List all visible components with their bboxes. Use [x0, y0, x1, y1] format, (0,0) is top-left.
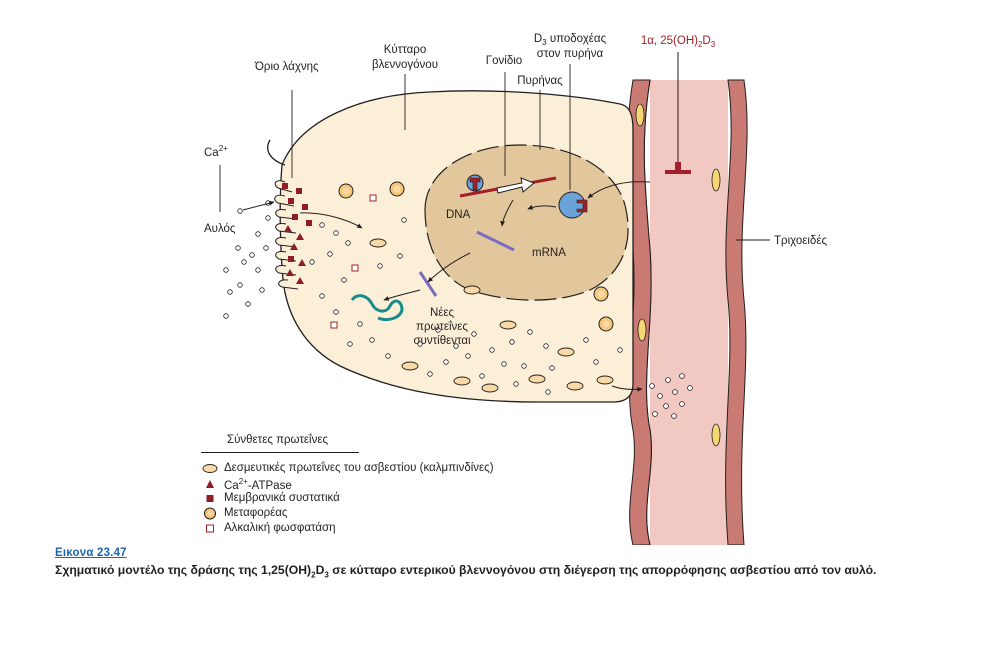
- figure-label[interactable]: Εικονα 23.47: [55, 547, 127, 559]
- carrier-markers: [338, 181, 614, 332]
- endothelial-nucleus: [637, 318, 647, 342]
- open-square-icon: [206, 524, 214, 533]
- legend-item-membrane: Μεμβρανικά συστατικά: [201, 491, 561, 506]
- legend-label: Μεμβρανικά συστατικά: [224, 492, 340, 504]
- label-new-proteins-line2: πρωτεΐνες: [416, 321, 468, 333]
- legend-label: Αλκαλική φωσφατάση: [224, 522, 336, 534]
- calbindin-ovals: [369, 238, 614, 393]
- legend-title: Σύνθετες πρωτεΐνες: [201, 433, 359, 453]
- label-dna: DNA: [446, 209, 471, 221]
- endothelial-nucleus: [711, 423, 721, 447]
- label-mrna: mRNA: [532, 247, 566, 259]
- ca-atpase-markers: [284, 225, 306, 284]
- legend-item-ca-atpase: Ca2+-ATPase: [201, 476, 561, 491]
- label-d3-receptor-line2: στον πυρήνα: [537, 48, 604, 60]
- nucleus: [424, 144, 629, 301]
- label-new-proteins: Νέες: [430, 307, 455, 319]
- label-lumen: Αυλός: [204, 223, 236, 235]
- label-gene: Γονίδιο: [486, 55, 522, 67]
- label-nucleus: Πυρήνας: [517, 75, 563, 87]
- mrna-strand: [476, 230, 515, 252]
- legend-label: Δεσμευτικές πρωτεΐνες του ασβεστίου (καλ…: [224, 462, 494, 474]
- legend-item-calbindin: Δεσμευτικές πρωτεΐνες του ασβεστίου (καλ…: [201, 461, 561, 476]
- endothelial-nucleus: [711, 168, 721, 192]
- triangle-icon: [206, 480, 214, 488]
- legend-label: Μεταφορέας: [224, 507, 288, 519]
- label-calcium: Ca2+: [204, 144, 228, 159]
- hormone-marker: [665, 162, 691, 174]
- label-mucosal-cell: Κύτταρο: [384, 44, 426, 56]
- new-protein: [350, 294, 404, 322]
- alkaline-phosphatase-markers: [330, 194, 377, 329]
- d3-receptor: [558, 191, 586, 219]
- gene-arrow: [496, 177, 535, 194]
- membrane-components: [282, 183, 312, 262]
- legend-label: Ca2+-ATPase: [224, 476, 292, 492]
- oval-icon: [202, 464, 218, 473]
- mrna-strand: [418, 271, 438, 297]
- calcium-ions: [223, 200, 623, 395]
- legend-item-alkaline-phosphatase: Αλκαλική φωσφατάση: [201, 521, 561, 536]
- label-new-proteins-line3: συντίθενται: [413, 335, 471, 347]
- carrier-icon: [204, 507, 216, 520]
- label-mucosal-cell-line2: βλεννογόνου: [372, 59, 438, 71]
- label-d3-receptor: D3 υποδοχέας: [534, 33, 607, 47]
- endothelial-nucleus: [635, 103, 645, 127]
- label-hormone: 1α, 25(OH)2D3: [641, 35, 716, 49]
- label-capillary: Τριχοειδές: [774, 235, 827, 247]
- legend: Σύνθετες πρωτεΐνες Δεσμευτικές πρωτεΐνες…: [201, 433, 561, 536]
- square-icon: [206, 495, 214, 502]
- caption-text: Σχηματικό μοντέλο της δράσης της 1,25(OH…: [55, 563, 877, 580]
- capillary: [626, 79, 748, 545]
- vitamin-d-cell-diagram: Όριο λάχνης Κύτταρο βλεννογόνου D3 υποδο…: [204, 33, 827, 545]
- legend-item-carrier: Μεταφορέας: [201, 506, 561, 521]
- figure-caption: Εικονα 23.47 Σχηματικό μοντέλο της δράση…: [55, 547, 965, 583]
- label-brush-border: Όριο λάχνης: [254, 61, 319, 73]
